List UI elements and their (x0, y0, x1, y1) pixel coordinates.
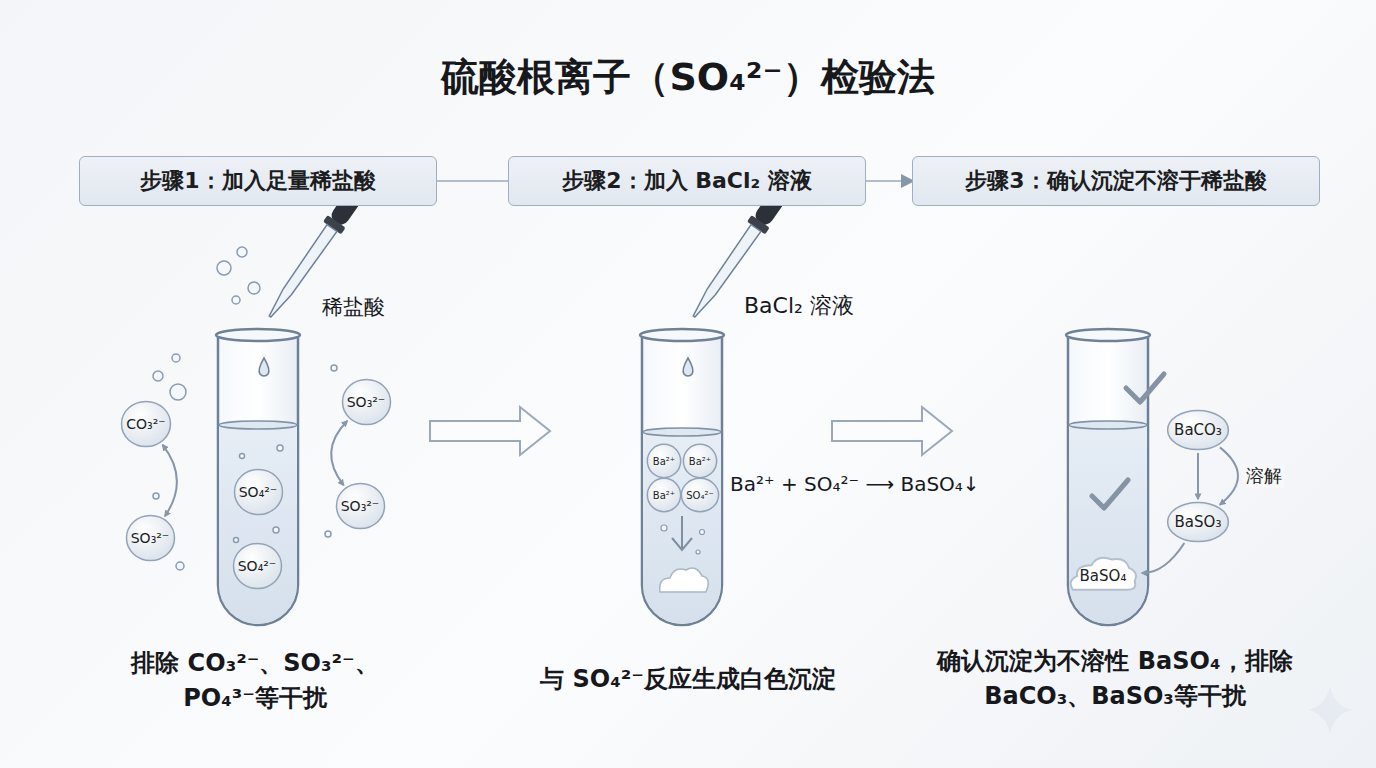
reaction-arrow (163, 445, 177, 516)
step-label: 步骤2：加入 BaCl₂ 溶液 (562, 166, 812, 196)
formula-text: BaSO₃ (1175, 513, 1222, 531)
precipitate-cloud: BaSO₄ (1067, 551, 1139, 593)
edge-label: 溶解 (1244, 464, 1284, 488)
step-label: 步骤3：确认沉淀不溶于稀盐酸 (965, 166, 1266, 196)
ion-bubble: SO₃²⁻ (336, 483, 385, 529)
formula-text: SO₄²⁻ (239, 484, 278, 500)
step-connector (866, 180, 912, 182)
ion-bubble: SO₄²⁻ (681, 478, 719, 512)
formula-text: SO₄²⁻ (686, 490, 714, 501)
drop (683, 358, 693, 376)
title: 硫酸根离子（SO₄²⁻）检验法 (0, 52, 1376, 103)
compound-bubble: BaSO₃ (1167, 502, 1229, 542)
precipitate (660, 568, 709, 592)
step-box: 步骤3：确认沉淀不溶于稀盐酸 (912, 156, 1320, 206)
formula-text: BaCO₃ (1174, 421, 1222, 439)
reagent-label: BaCl₂ 溶液 (744, 290, 854, 322)
flow-arrow (430, 407, 550, 455)
reaction-arrow (1220, 447, 1238, 504)
caption-text: 确认沉淀为不溶性 BaSO₄，排除 BaCO₃、BaSO₃等干扰 (930, 644, 1300, 714)
reaction-arrow (1142, 543, 1184, 573)
formula-text: Ba²⁺ (653, 490, 675, 501)
formula-text: SO₃²⁻ (341, 498, 380, 514)
formula-text: Ba²⁺ (689, 456, 711, 467)
step-box: 步骤2：加入 BaCl₂ 溶液 (508, 156, 866, 206)
step-connector (437, 180, 508, 182)
settle-arrow (672, 516, 692, 550)
formula-text: SO₃²⁻ (347, 394, 386, 410)
ion-bubble: SO₄²⁻ (234, 469, 283, 515)
checkmark (1092, 480, 1128, 508)
formula-text: CO₃²⁻ (126, 416, 165, 432)
ion-bubble: SO₃²⁻ (342, 379, 391, 425)
formula-text: SO₃²⁻ (131, 530, 170, 546)
ion-bubble: SO₄²⁻ (233, 543, 282, 589)
caption-text: 排除 CO₃²⁻、SO₃²⁻、PO₄³⁻等干扰 (110, 646, 400, 716)
reagent-label: 稀盐酸 (322, 292, 385, 322)
ion-bubble: SO₃²⁻ (126, 515, 175, 561)
checkmark (1126, 374, 1164, 402)
ion-bubble: Ba²⁺ (647, 444, 681, 478)
flow-arrow (832, 407, 952, 455)
ion-bubble: CO₃²⁻ (121, 401, 171, 447)
sparkle (1308, 686, 1352, 734)
bubbles (661, 525, 705, 554)
step-box: 步骤1：加入足量稀盐酸 (79, 156, 437, 206)
ion-bubble: Ba²⁺ (647, 478, 681, 512)
step-label: 步骤1：加入足量稀盐酸 (140, 166, 375, 196)
test-tube (216, 329, 300, 625)
compound-bubble: BaCO₃ (1167, 410, 1229, 450)
equation: Ba²⁺ + SO₄²⁻ ⟶ BaSO₄↓ (730, 470, 980, 499)
reaction-arrow (1197, 453, 1199, 499)
bubbles (153, 247, 337, 570)
formula-text: SO₄²⁻ (238, 558, 277, 574)
ion-bubble: Ba²⁺ (683, 444, 717, 478)
caption-text: 与 SO₄²⁻反应生成白色沉淀 (508, 662, 868, 697)
test-tube (1066, 329, 1150, 625)
drop (259, 358, 269, 376)
formula-text: BaSO₄ (1080, 559, 1127, 585)
reaction-arrow (331, 421, 347, 485)
formula-text: Ba²⁺ (653, 456, 675, 467)
test-tube (640, 329, 724, 625)
